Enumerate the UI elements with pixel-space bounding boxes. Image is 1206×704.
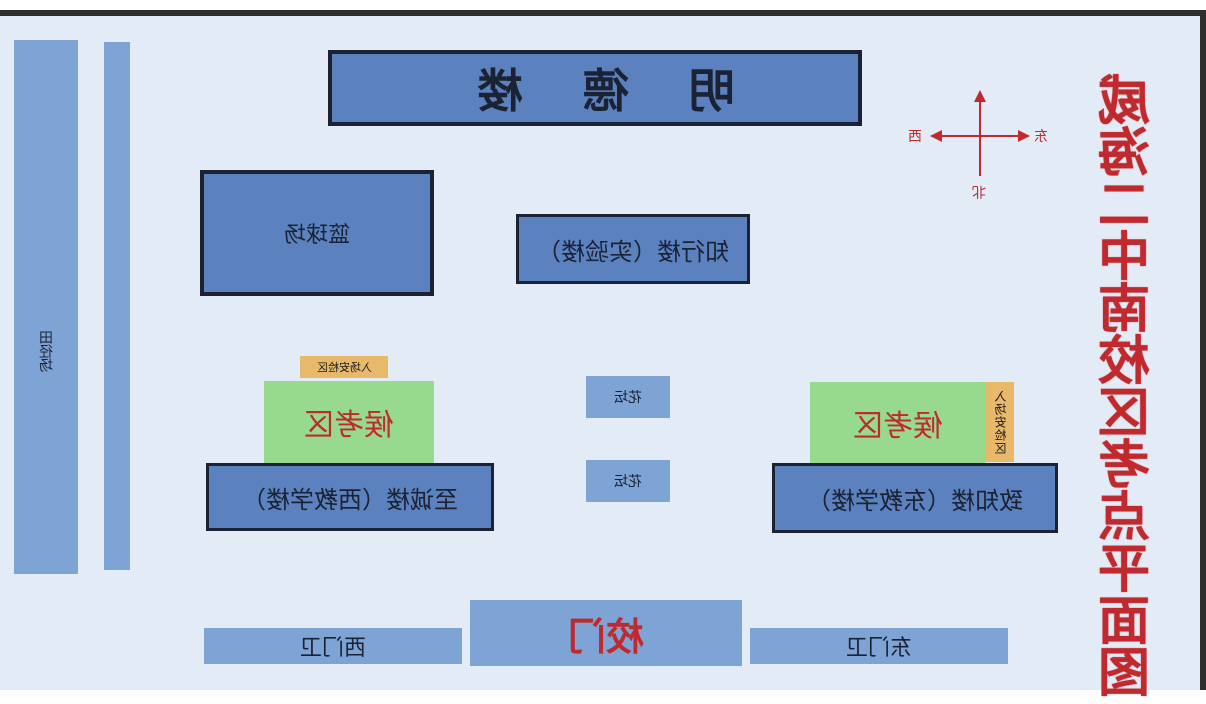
athletics-field-strip bbox=[14, 40, 78, 574]
basketball-court[interactable]: 篮球场 bbox=[200, 170, 434, 296]
zhixing-building-label: 知行楼（实验楼） bbox=[537, 237, 729, 266]
map-title-char: 点 bbox=[1097, 488, 1150, 548]
zhizhi-building-label: 致知楼（东教学楼） bbox=[807, 486, 1023, 515]
map-title: 威海二中南校区考点平面图 bbox=[1082, 72, 1166, 704]
mingde-building[interactable]: 明 德 楼 bbox=[328, 50, 862, 126]
zhicheng-building-label: 至诚楼（西教学楼） bbox=[242, 485, 458, 514]
zhicheng-building[interactable]: 至诚楼（西教学楼） bbox=[206, 463, 494, 531]
map-title-char: 海 bbox=[1097, 124, 1150, 184]
map-title-char: 南 bbox=[1097, 280, 1150, 340]
compass-bottom-label: 北 bbox=[972, 183, 986, 199]
map-title-char: 区 bbox=[1097, 384, 1150, 444]
map-title-char: 校 bbox=[1097, 332, 1150, 392]
flower-bed-north: 花坛 bbox=[586, 376, 670, 418]
map-title-char: 威 bbox=[1097, 72, 1150, 132]
zhixing-building[interactable]: 知行楼（实验楼） bbox=[516, 214, 750, 284]
athletics-field-label: 田径场 bbox=[39, 330, 55, 372]
waiting-area-east-label: 候考区 bbox=[853, 409, 943, 444]
compass-rose: 西 东 北 bbox=[900, 86, 1060, 206]
map-title-char: 图 bbox=[1097, 644, 1150, 704]
map-title-char: 平 bbox=[1097, 540, 1150, 600]
west-guard-house[interactable]: 西门卫 bbox=[204, 628, 462, 664]
compass-arrows-icon bbox=[930, 90, 1030, 176]
athletics-field-track bbox=[104, 42, 130, 570]
compass-west-label: 西 bbox=[908, 129, 922, 145]
zhizhi-building[interactable]: 致知楼（东教学楼） bbox=[772, 463, 1058, 533]
east-guard-house[interactable]: 东门卫 bbox=[750, 628, 1008, 664]
flower-bed-south: 花坛 bbox=[586, 460, 670, 502]
security-check-east: 入场安检区 bbox=[986, 382, 1014, 462]
compass-east-label: 东 bbox=[1034, 129, 1048, 145]
map-title-char: 考 bbox=[1097, 436, 1150, 496]
mingde-building-label: 明 德 楼 bbox=[454, 64, 736, 118]
waiting-area-east[interactable]: 候考区 bbox=[810, 382, 986, 464]
basketball-court-label: 篮球场 bbox=[283, 223, 350, 248]
waiting-area-west[interactable]: 候考区 bbox=[264, 381, 434, 463]
waiting-area-west-label: 候考区 bbox=[304, 408, 394, 443]
map-title-char: 中 bbox=[1097, 228, 1150, 288]
security-check-west: 入场安检区 bbox=[300, 356, 388, 378]
main-school-gate[interactable]: 校门 bbox=[470, 600, 742, 666]
map-title-char: 二 bbox=[1097, 176, 1150, 236]
map-title-char: 面 bbox=[1097, 592, 1150, 652]
